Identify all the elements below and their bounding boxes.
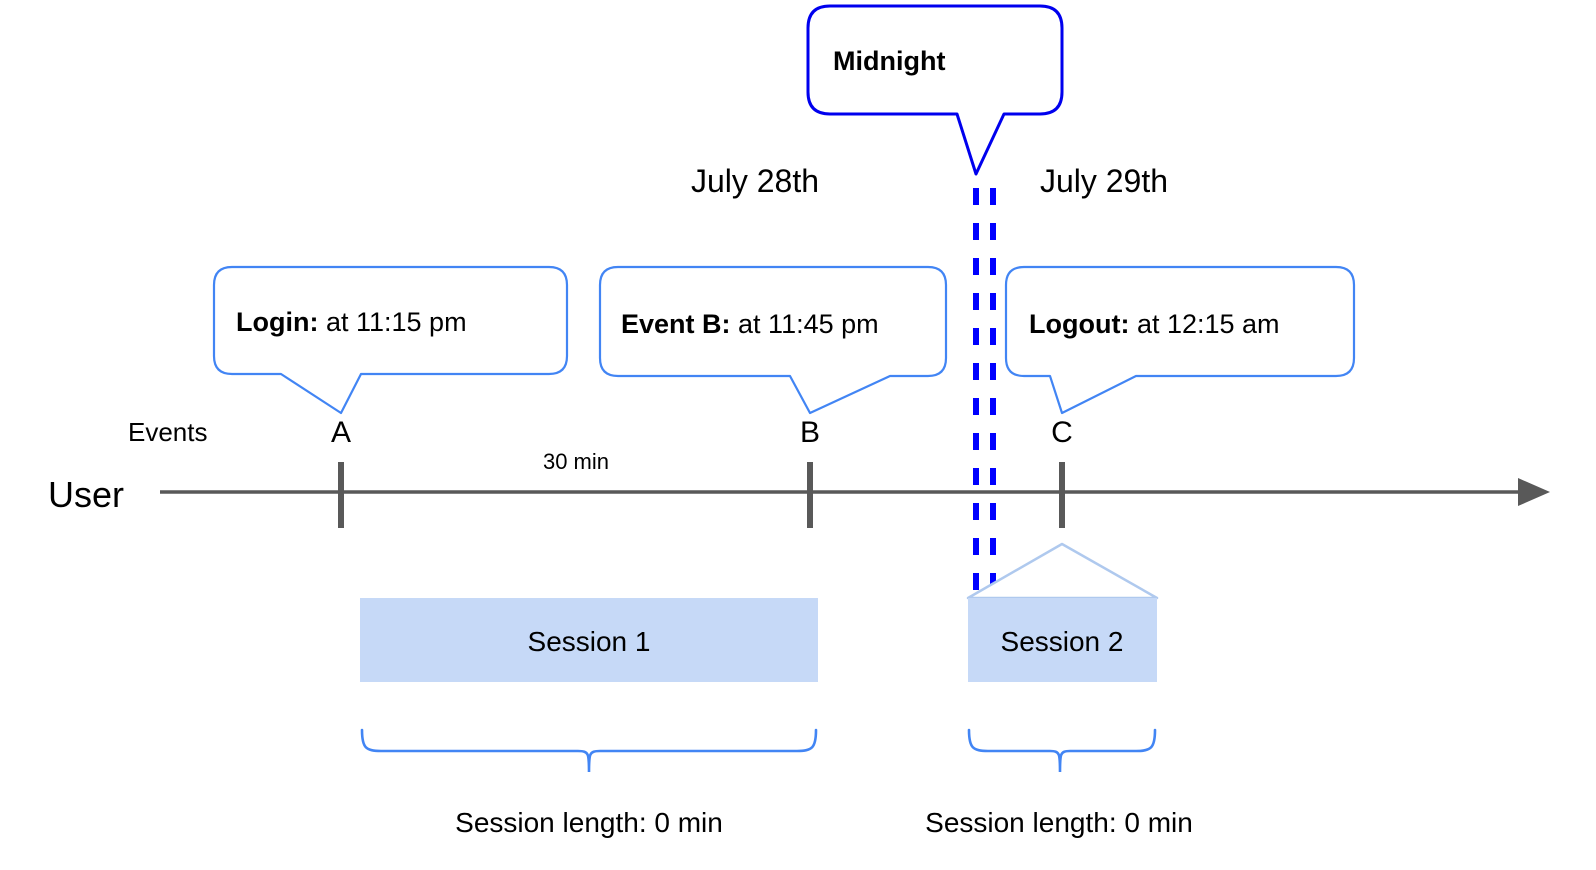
midnight-dashed-lines — [973, 188, 996, 595]
event-callout-event-b-bubble — [598, 265, 948, 415]
session-1-bar — [360, 598, 818, 682]
marker-label-a: A — [331, 416, 351, 449]
marker-label-c: C — [1051, 416, 1073, 449]
session-2-pointer — [966, 542, 1159, 600]
session-1-label: Session 1 — [528, 626, 651, 657]
date-label-july-29: July 29th — [1040, 163, 1168, 199]
marker-label-b: B — [800, 416, 820, 449]
session-1-block[interactable]: Session 1 — [360, 598, 818, 682]
event-callout-event-b[interactable]: Event B: at 11:45 pm — [598, 265, 948, 415]
duration-label-30-min: 30 min — [543, 449, 609, 474]
midnight-callout[interactable]: Midnight — [806, 4, 1064, 176]
event-callout-logout[interactable]: Logout: at 12:15 am — [1004, 265, 1356, 415]
event-callout-login-bold: Login: — [236, 307, 318, 337]
midnight-callout-bubble — [806, 4, 1064, 176]
event-callout-event-b-text: Event B: at 11:45 pm — [621, 309, 879, 339]
event-callout-logout-bubble — [1004, 265, 1356, 415]
date-label-july-28: July 28th — [691, 163, 819, 199]
lane-label-user: User — [48, 474, 124, 515]
session-2-brace — [967, 728, 1157, 773]
event-callout-login-rest: at 11:15 pm — [318, 307, 466, 337]
session-2-bar — [968, 598, 1157, 682]
event-callout-login-bubble — [212, 265, 569, 415]
session-1-brace — [360, 728, 818, 773]
event-callout-login-text: Login: at 11:15 pm — [236, 307, 467, 337]
event-callout-event-b-rest: at 11:45 pm — [731, 309, 879, 339]
event-callout-login[interactable]: Login: at 11:15 pm — [212, 265, 569, 415]
session-2-length-label: Session length: 0 min — [925, 807, 1193, 838]
session-2-block[interactable]: Session 2 — [966, 542, 1159, 682]
event-callout-logout-rest: at 12:15 am — [1129, 309, 1279, 339]
session-1-brace-path — [360, 728, 818, 773]
lane-label-events: Events — [128, 417, 208, 447]
session-1-length-label: Session length: 0 min — [455, 807, 723, 838]
event-callout-logout-bold: Logout: — [1029, 309, 1129, 339]
session-2-brace-path — [967, 728, 1157, 773]
session-2-label: Session 2 — [1001, 626, 1124, 657]
event-callout-event-b-bold: Event B: — [621, 309, 731, 339]
midnight-callout-label: Midnight — [833, 46, 945, 76]
timeline-arrow-head — [1518, 478, 1550, 506]
event-callout-logout-text: Logout: at 12:15 am — [1029, 309, 1280, 339]
timeline-axis — [160, 478, 1550, 506]
